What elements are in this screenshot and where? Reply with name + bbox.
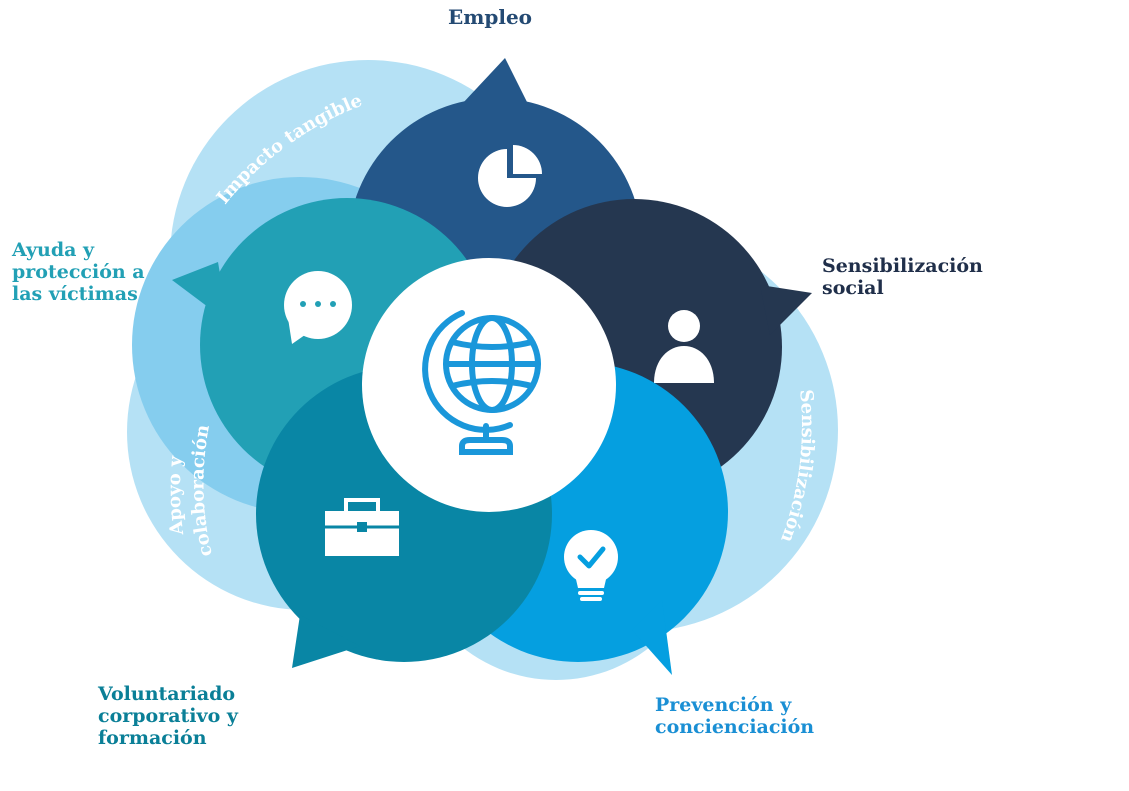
lightbulb-check-icon: [564, 530, 618, 601]
label-volun-line-1: Voluntariado: [97, 683, 235, 705]
label-ayuda-line-2: protección a: [12, 261, 145, 283]
briefcase-icon: [325, 498, 399, 556]
label-prevencion: Prevención y concienciación: [655, 694, 814, 738]
label-volun-line-3: formación: [98, 727, 207, 749]
globe-icon: [422, 310, 541, 455]
label-empleo: Empleo: [448, 5, 532, 29]
label-voluntariado: Voluntariado corporativo y formación: [97, 683, 245, 749]
label-sensibilizacion-social: Sensibilización social: [822, 255, 989, 299]
label-sens-line-2: social: [822, 277, 884, 299]
pie-chart-icon: [478, 145, 542, 207]
label-volun-line-2: corporativo y: [98, 705, 239, 727]
label-prev-line-1: Prevención y: [655, 694, 792, 716]
label-prev-line-2: concienciación: [655, 716, 814, 738]
label-ayuda: Ayuda y protección a las víctimas: [11, 239, 151, 305]
label-ayuda-line-3: las víctimas: [12, 283, 138, 305]
person-icon: [654, 310, 714, 383]
label-ayuda-line-1: Ayuda y: [11, 239, 95, 261]
center-globe: [362, 258, 616, 512]
chat-bubble-icon: [284, 271, 352, 344]
label-sens-line-1: Sensibilización: [822, 255, 983, 277]
